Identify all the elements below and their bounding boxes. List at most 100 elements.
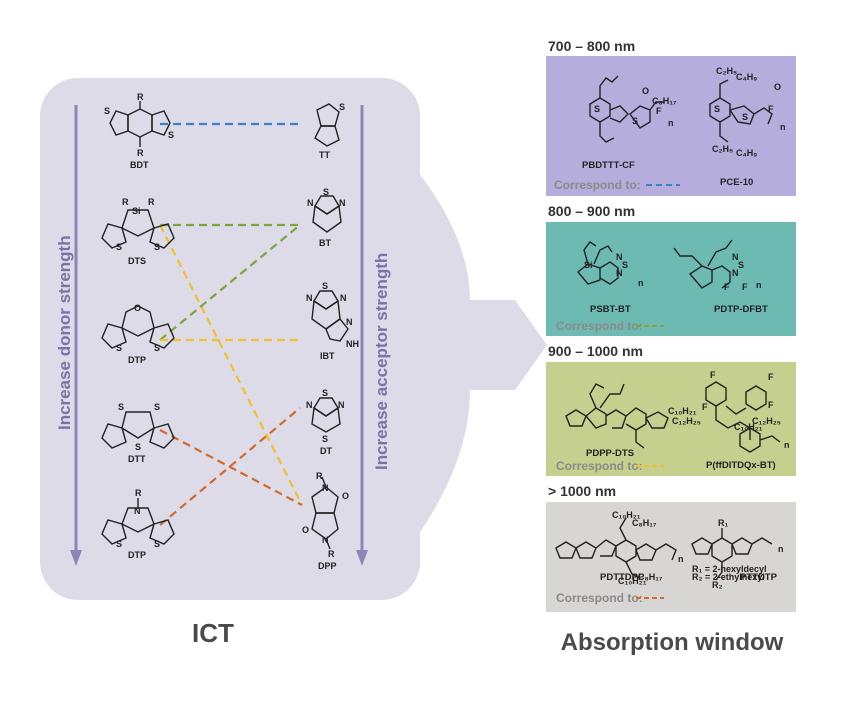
band1-extra-1: N bbox=[616, 252, 623, 262]
dts-atom-si: Si bbox=[132, 206, 141, 216]
dtp-n-atom-s-right: S bbox=[154, 539, 160, 549]
band2-extra-1: F bbox=[768, 372, 774, 382]
band1-extra-8: F bbox=[724, 282, 730, 292]
polymer-name-2b: P(ffDITDQx-BT) bbox=[706, 460, 776, 471]
band0-extra-6: F bbox=[768, 104, 774, 114]
band0-extra-1: C₂H₅ bbox=[716, 66, 737, 76]
acceptor-axis-label: Increase acceptor strength bbox=[372, 253, 391, 470]
donor-label-dtp-n: DTP bbox=[128, 550, 146, 560]
band3-extra-9: n bbox=[778, 544, 784, 554]
acceptor-ibt: S N N N NH IBT bbox=[306, 281, 359, 361]
transition-arrow bbox=[400, 150, 547, 560]
band0-extra-9: S bbox=[594, 104, 600, 114]
band0-extra-12: S bbox=[742, 112, 748, 122]
band3-extra-2: C₁₀H₂₁ bbox=[618, 576, 647, 586]
bt-atom-s: S bbox=[323, 187, 329, 197]
band2-extra-8: n bbox=[784, 440, 790, 450]
ict-links bbox=[159, 122, 303, 526]
band2-extra-5: C₁₀H₂₁ bbox=[734, 422, 763, 432]
polymer-name-3a: PDTTDPP bbox=[600, 572, 645, 583]
donor-label-bdt: BDT bbox=[130, 160, 149, 170]
band0-extra-2: C₄H₉ bbox=[736, 72, 757, 82]
band3-extra-0: C₁₀H₂₁ bbox=[612, 510, 641, 520]
band-corr-label-0: Correspond to: bbox=[554, 178, 641, 192]
polymer-structures-0: C₈H₁₇ C₂H₅ C₄H₉ C₂H₅ C₄H₉ F F O O S S S … bbox=[589, 66, 786, 158]
ibt-atom-n1: N bbox=[306, 293, 313, 303]
band3-extra-5: R₂ bbox=[712, 580, 723, 590]
dpp-atom-o-left: O bbox=[302, 525, 309, 535]
ibt-atom-s: S bbox=[322, 281, 328, 291]
band0-extra-11: S bbox=[714, 104, 720, 114]
band-box-0 bbox=[546, 56, 796, 196]
band1-extra-10: n bbox=[756, 280, 762, 290]
dpp-atom-r-bottom: R bbox=[328, 549, 335, 559]
ict-link-2 bbox=[159, 224, 303, 506]
band-corr-label-2: Correspond to: bbox=[556, 459, 643, 473]
ict-caption: ICT bbox=[192, 618, 234, 648]
acceptor-label-dpp: DPP bbox=[318, 561, 337, 571]
bdt-atom-r-top: R bbox=[137, 92, 144, 102]
band1-extra-7: N bbox=[732, 268, 739, 278]
ict-link-5 bbox=[159, 429, 303, 506]
dt-atom-n2: N bbox=[338, 400, 345, 410]
ibt-atom-nh: NH bbox=[346, 339, 359, 349]
dtt-atom-s-right: S bbox=[154, 402, 160, 412]
band-range-1: 800 – 900 nm bbox=[548, 203, 635, 219]
polymer-name-1a: PSBT-BT bbox=[590, 304, 631, 315]
band-box-1 bbox=[546, 222, 796, 336]
donor-axis-arrow bbox=[70, 105, 82, 566]
acceptor-dt: S N N S DT bbox=[306, 388, 345, 456]
polymer-name-3b: PTTDTP bbox=[740, 572, 778, 583]
acceptor-axis-arrow bbox=[356, 105, 368, 566]
band1-extra-0: Si bbox=[584, 260, 593, 270]
acceptor-label-tt: TT bbox=[319, 150, 330, 160]
bdt-atom-s-left: S bbox=[104, 106, 110, 116]
polymer-structures-1: Si N S N n N S N F F n bbox=[577, 239, 762, 292]
dtp-o-atom-s-right: S bbox=[154, 343, 160, 353]
band1-extra-6: S bbox=[738, 260, 744, 270]
acceptor-dpp: R N O O N R DPP bbox=[302, 471, 349, 571]
band-range-2: 900 – 1000 nm bbox=[548, 343, 643, 359]
polymer-structures-3: C₁₀H₂₁ C₈H₁₇ C₁₀H₂₁ C₈H₁₇ R₁ R₂ R₁ = 2-h… bbox=[555, 510, 784, 590]
polymer-name-2a: PDPP-DTS bbox=[586, 448, 634, 459]
dts-atom-s-left: S bbox=[116, 242, 122, 252]
band3-extra-8: n bbox=[678, 554, 684, 564]
donor-label-dts: DTS bbox=[128, 256, 146, 266]
dt-atom-s-bottom: S bbox=[322, 434, 328, 444]
band3-extra-3: C₈H₁₇ bbox=[638, 572, 663, 582]
acceptor-label-bt: BT bbox=[319, 238, 331, 248]
band-corr-label-3: Correspond to: bbox=[556, 591, 643, 605]
band2-extra-0: F bbox=[710, 370, 716, 380]
band2-extra-2: F bbox=[702, 402, 708, 412]
band0-extra-8: O bbox=[774, 82, 781, 92]
ict-link-6 bbox=[159, 407, 301, 526]
band0-extra-14: n bbox=[780, 122, 786, 132]
band0-extra-13: n bbox=[668, 118, 674, 128]
absorption-caption: Absorption window bbox=[561, 629, 784, 656]
donor-label-dtp-o: DTP bbox=[128, 355, 146, 365]
donor-dtt: S S S DTT bbox=[101, 402, 175, 464]
polymer-name-0a: PBDTTT-CF bbox=[582, 160, 635, 171]
band0-extra-7: O bbox=[642, 86, 649, 96]
band1-extra-4: n bbox=[638, 278, 644, 288]
band3-extra-6: R₁ = 2-hexyldecyl bbox=[692, 564, 767, 574]
dtp-n-atom-r: R bbox=[135, 488, 142, 498]
acceptor-label-dt: DT bbox=[320, 446, 332, 456]
dpp-atom-n-top: N bbox=[322, 483, 329, 493]
band1-extra-3: N bbox=[616, 268, 623, 278]
band3-extra-7: R₂ = 2-ethylhexyl bbox=[692, 572, 765, 582]
donor-dts: Si R R S S DTS bbox=[101, 197, 175, 266]
donor-label-dtt: DTT bbox=[128, 454, 146, 464]
dt-atom-n1: N bbox=[306, 400, 313, 410]
band3-extra-4: R₁ bbox=[718, 518, 728, 528]
dts-atom-s-right: S bbox=[154, 242, 160, 252]
donor-bdt: R R S S BDT bbox=[104, 92, 174, 170]
ibt-atom-n3: N bbox=[346, 317, 353, 327]
band3-extra-1: C₈H₁₇ bbox=[632, 518, 657, 528]
dtp-n-atom-n: N bbox=[134, 506, 141, 516]
ibt-atom-n2: N bbox=[340, 293, 347, 303]
dtt-atom-s-left: S bbox=[118, 402, 124, 412]
bt-atom-n2: N bbox=[339, 198, 346, 208]
dpp-atom-o-right: O bbox=[342, 491, 349, 501]
